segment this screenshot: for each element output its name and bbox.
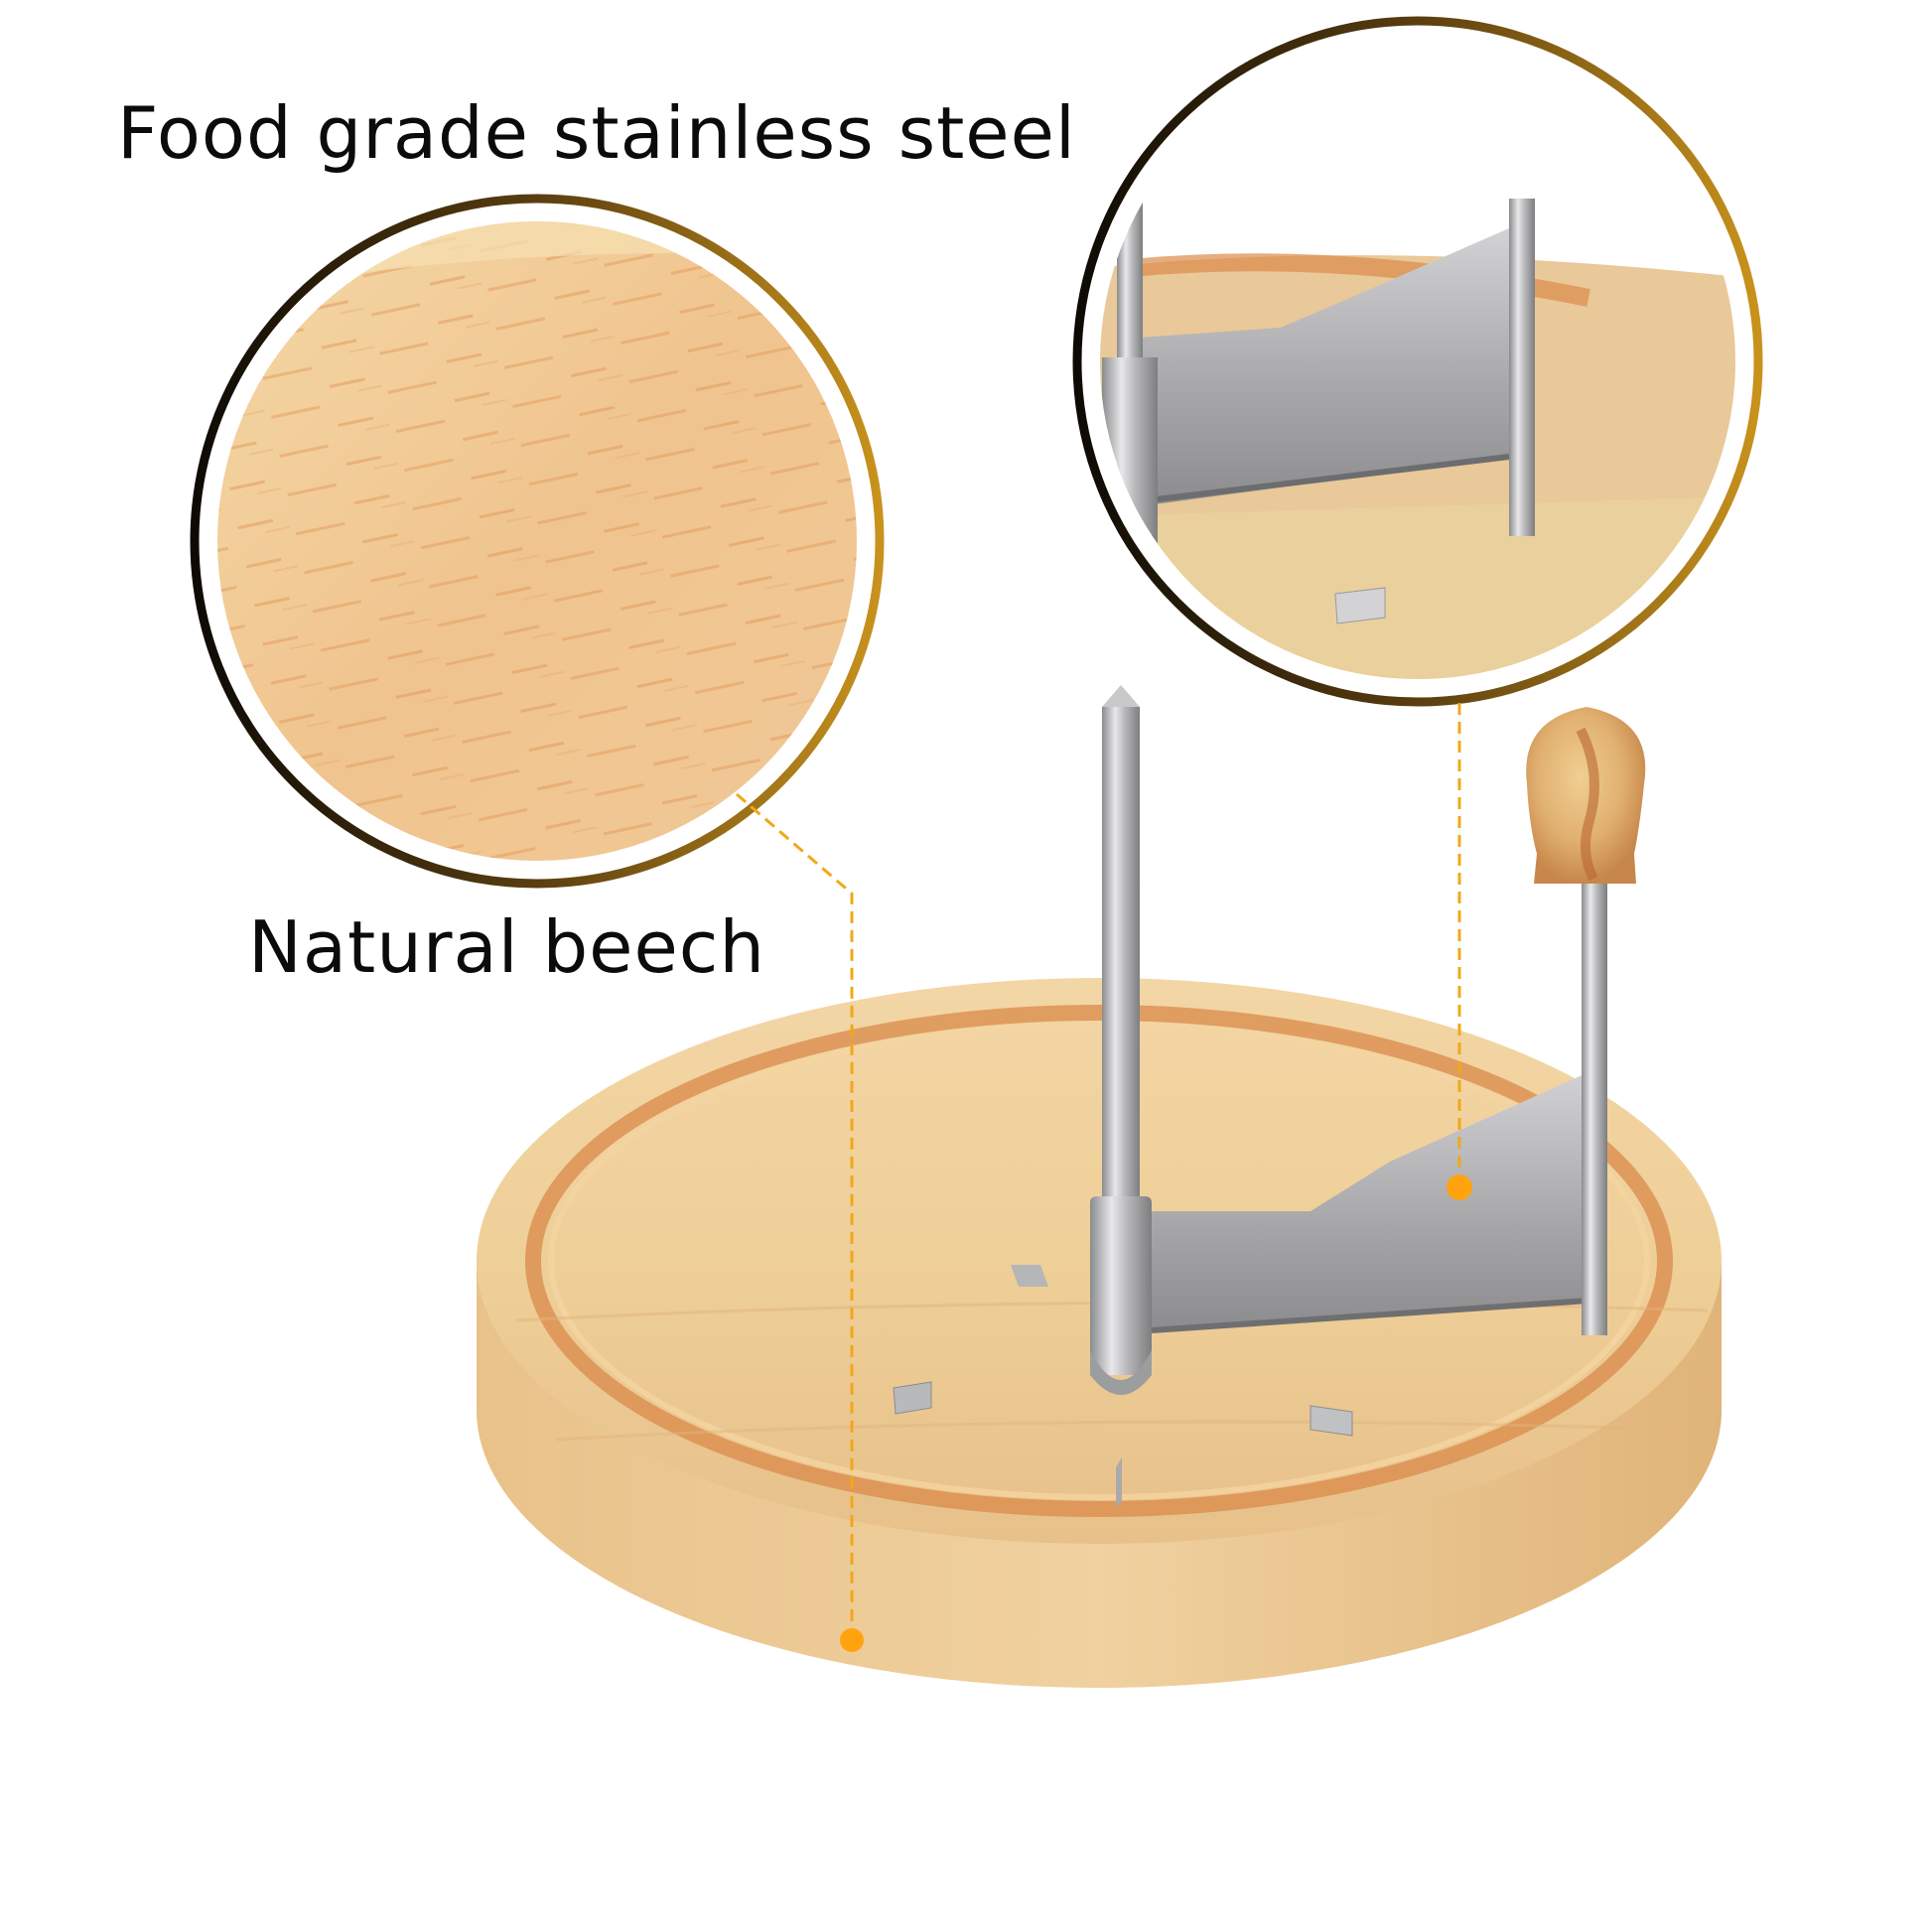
steel-callout-label: Food grade stainless steel: [117, 91, 1076, 175]
steel-leader-line: [1447, 703, 1472, 1200]
wood-leader-line: [736, 792, 864, 1652]
steel-detail-callout: [1072, 16, 1763, 707]
central-spindle: [1090, 685, 1152, 1395]
cutting-blade: [1151, 1072, 1589, 1333]
crank-handle: [1526, 707, 1646, 1335]
wood-callout-label: Natural beech: [248, 905, 765, 989]
board-prongs: [893, 1265, 1353, 1507]
wood-detail-callout: [190, 194, 885, 889]
steel-leader-dot: [1447, 1174, 1472, 1200]
wood-leader-dot: [840, 1628, 864, 1652]
